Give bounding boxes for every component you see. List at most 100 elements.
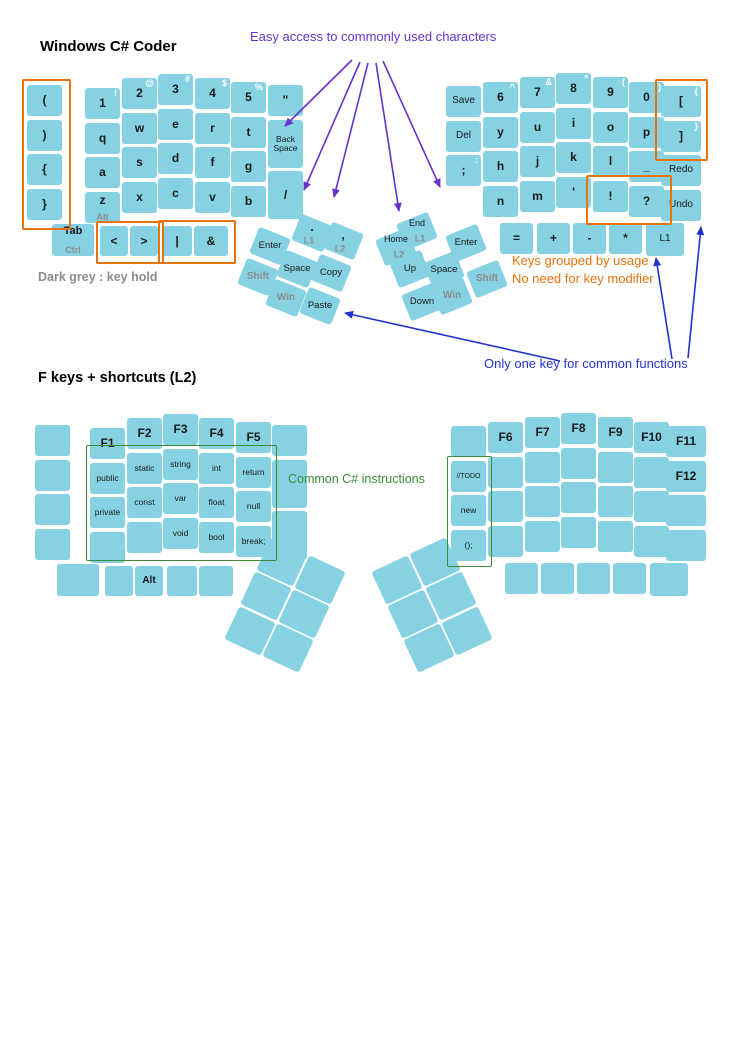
key-label: int (212, 463, 221, 474)
key-label: j (535, 154, 540, 169)
annotation-grouped-usage: Keys grouped by usage (512, 253, 649, 268)
key-label: string (170, 459, 191, 470)
purple-arrow (303, 61, 361, 191)
key-label: return (242, 467, 265, 478)
key-label: F5 (246, 430, 261, 445)
key-shift-right: Shift (465, 259, 509, 299)
key-static: static (127, 453, 162, 484)
key-shift-legend: * (584, 73, 588, 83)
key-label: ? (642, 194, 651, 209)
key-8: 8* (556, 73, 591, 104)
key-d: d (158, 143, 193, 174)
key-label: 1 (99, 96, 106, 111)
key-label: public (96, 473, 119, 484)
key-label: new (460, 505, 477, 516)
key-7: 7& (520, 77, 555, 108)
key-r: r (195, 113, 230, 144)
key-less-than: < (100, 226, 128, 256)
key-label: 6 (497, 90, 504, 105)
key-shift-legend: $ (221, 78, 227, 88)
key-0: 0) (629, 82, 664, 113)
key-label: Paste (307, 300, 333, 312)
key-copy: Copy (309, 253, 353, 293)
key-y: y (483, 117, 518, 148)
key-i: i (556, 108, 591, 139)
key-n: n (483, 186, 518, 217)
key-f2: F2 (127, 418, 162, 449)
annotation-csharp-instructions: Common C# instructions (288, 472, 425, 486)
key-q: q (85, 123, 120, 154)
key-f9: F9 (598, 417, 633, 448)
key-label: Shift (475, 272, 499, 284)
key-label: F1 (100, 436, 115, 451)
key-label: L1 (659, 233, 671, 245)
key-label: 5 (245, 90, 252, 105)
key-label: ' (572, 185, 575, 200)
blank-key (488, 457, 523, 488)
key-h: h (483, 151, 518, 182)
key-label: Del (455, 130, 471, 142)
key-quote: " (268, 85, 303, 116)
key-label: Copy (319, 267, 343, 279)
blank-key (35, 425, 70, 456)
page-title: Windows C# Coder (40, 38, 177, 55)
key-label: F8 (571, 421, 586, 436)
key-label: ( (42, 93, 47, 108)
key-p: p (629, 117, 664, 148)
key-open-bracket: [{ (661, 86, 701, 117)
blue-arrow (344, 310, 561, 362)
annotation-no-modifier: No need for key modifier (512, 271, 654, 286)
key-label: //TODO (456, 472, 481, 480)
key-int: int (199, 453, 234, 484)
key-hold-legend: Alt (96, 212, 109, 222)
key-label: v (209, 190, 216, 205)
key-label: ) (42, 128, 47, 143)
key-shift-legend: ^ (509, 82, 515, 92)
key-greater-than: > (130, 226, 158, 256)
key-f7: F7 (525, 417, 560, 448)
key-label: _ (643, 159, 650, 174)
key-layer1: L1 (646, 223, 684, 256)
key-label: g (244, 159, 253, 174)
blank-key (127, 522, 162, 553)
key-label: w (134, 121, 145, 136)
key-9: 9( (593, 77, 628, 108)
key-label: F10 (641, 430, 662, 445)
key-shift-legend: ( (622, 77, 625, 87)
key-ampersand: & (194, 226, 228, 256)
key-label: > (140, 233, 148, 248)
annotation-one-key: Only one key for common functions (484, 356, 688, 371)
key-label: } (42, 197, 47, 212)
key-label: t (246, 125, 251, 140)
blank-key (90, 532, 125, 563)
key-label: = (512, 231, 520, 246)
key-shift-legend: # (184, 74, 190, 84)
key-j: j (520, 146, 555, 177)
key-hold-legend: L1 (303, 235, 315, 246)
key-label: Save (452, 95, 475, 107)
key-apostrophe: ' (556, 177, 591, 208)
key-c: c (158, 178, 193, 209)
blank-key (525, 521, 560, 552)
key-shift-legend: } (694, 121, 698, 131)
key-a: a (85, 157, 120, 188)
key-private: private (90, 497, 125, 528)
key-shift-legend: % (254, 82, 263, 92)
key-void: void (163, 518, 198, 549)
key-label: Redo (669, 164, 693, 176)
key-label: Space (283, 263, 311, 275)
key-label: void (172, 528, 189, 539)
key-public: public (90, 463, 125, 494)
key-label: Back Space (273, 134, 298, 153)
key-label: " (282, 93, 289, 108)
key-paste: Paste (298, 286, 342, 326)
key-question: ? (629, 186, 664, 217)
key-label: float (208, 497, 225, 508)
key-label: [ (679, 94, 683, 109)
key-w: w (122, 113, 157, 144)
key-label: k (570, 150, 577, 165)
blank-key (634, 457, 669, 488)
key-hold-legend: L2 (334, 243, 346, 254)
key-label: F2 (137, 426, 152, 441)
